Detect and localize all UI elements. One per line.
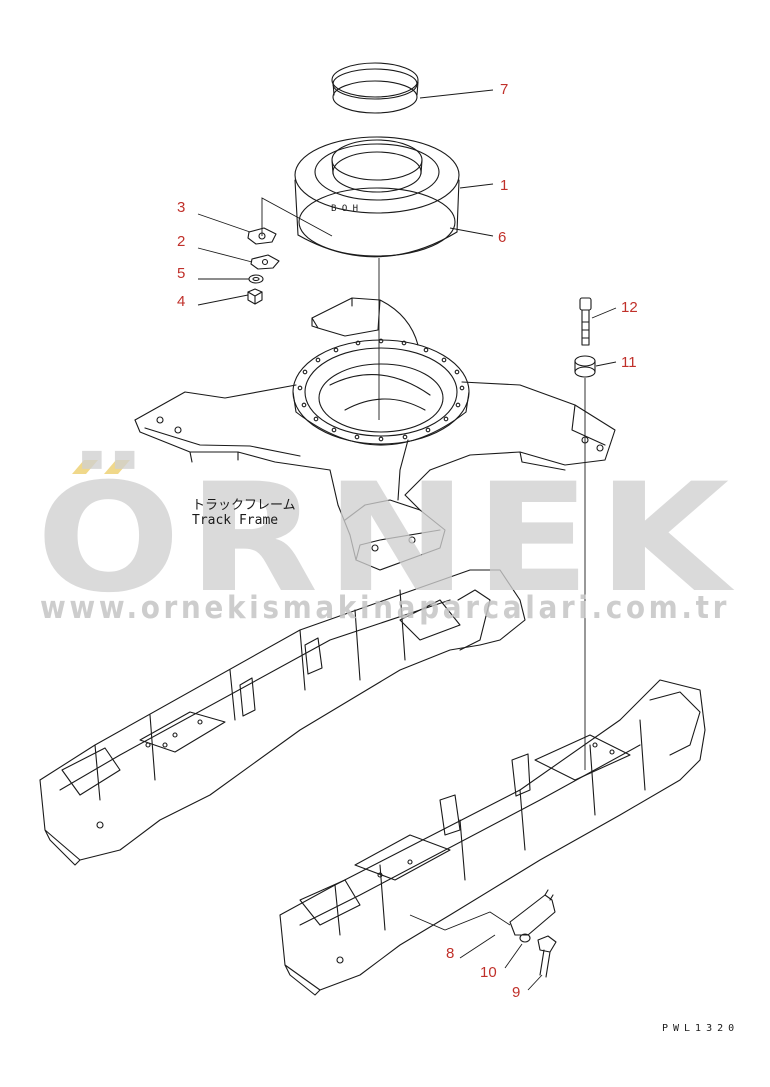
callout-2: 2 (177, 233, 185, 250)
watermark-url: www.ornekismakinaparcalari.com.tr (40, 590, 730, 626)
callout-12: 12 (621, 299, 638, 316)
center-track-frame (134, 297, 616, 571)
callout-leaders (197, 89, 617, 367)
callout-7: 7 (500, 81, 508, 98)
watermark-brand: ÖRNEK (36, 450, 736, 626)
drawing-code: PWL1320 (662, 1023, 739, 1034)
part-9-bolt (527, 935, 557, 991)
part-1-swing-bearing: B O H (294, 136, 460, 258)
svg-text:B O H: B O H (331, 204, 358, 214)
ring-bolt-holes (297, 338, 465, 442)
watermark: ÖRNEK www.ornekismakinaparcalari.com.tr (36, 450, 736, 626)
callout-1: 1 (500, 177, 508, 194)
callout-numbers: 7 1 6 3 2 5 4 12 11 8 10 9 (177, 81, 638, 1001)
part-12-bolt (579, 297, 592, 346)
part-2-plate (250, 254, 280, 270)
part-7-seal-ring (331, 62, 419, 114)
callout-10: 10 (480, 964, 497, 981)
callout-8: 8 (446, 945, 454, 962)
callout-5: 5 (177, 265, 185, 282)
part-10-washer (504, 933, 531, 969)
watermark-accent-right (104, 460, 130, 474)
part-11-spacer (574, 355, 596, 378)
frame-label-japanese: トラックフレーム (192, 498, 296, 513)
callout-6: 6 (498, 229, 506, 246)
callout-11: 11 (621, 354, 637, 371)
right-track-frame (279, 679, 706, 996)
part-8-bracket (409, 889, 556, 959)
part-3-plate (247, 197, 333, 245)
callout-9: 9 (512, 984, 520, 1001)
callout-3: 3 (177, 199, 185, 216)
part-4-nut (247, 288, 263, 305)
callout-4: 4 (177, 293, 185, 310)
frame-label-english: Track Frame (192, 513, 278, 528)
watermark-accent-left (72, 460, 98, 474)
part-5-washer (248, 274, 264, 284)
left-track-frame (39, 569, 526, 866)
